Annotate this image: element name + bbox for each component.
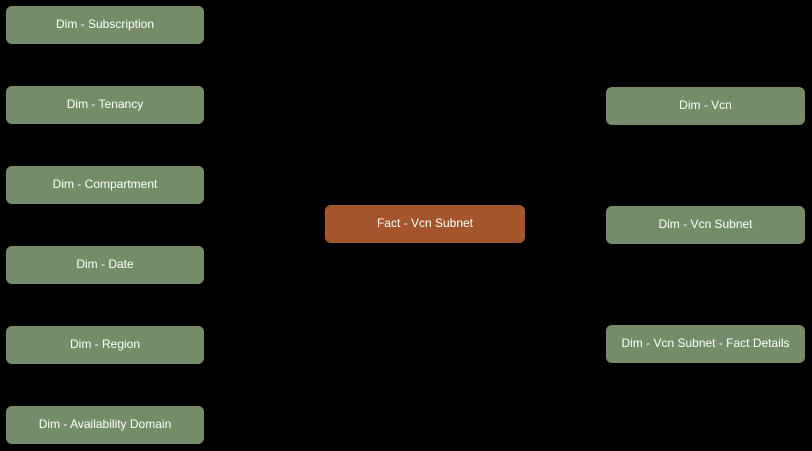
fact-vcn-subnet-node[interactable]: Fact - Vcn Subnet <box>325 205 525 243</box>
dim-vcn-subnet-node[interactable]: Dim - Vcn Subnet <box>606 206 805 244</box>
dim-region-node[interactable]: Dim - Region <box>6 326 204 364</box>
dim-date-node[interactable]: Dim - Date <box>6 246 204 284</box>
dim-vcn-subnet-fact-details-node[interactable]: Dim - Vcn Subnet - Fact Details <box>606 325 805 363</box>
dim-tenancy-node[interactable]: Dim - Tenancy <box>6 86 204 124</box>
dim-subscription-node[interactable]: Dim - Subscription <box>6 6 204 44</box>
dim-compartment-node[interactable]: Dim - Compartment <box>6 166 204 204</box>
dim-vcn-node[interactable]: Dim - Vcn <box>606 87 805 125</box>
dim-availability-domain-node[interactable]: Dim - Availability Domain <box>6 406 204 444</box>
